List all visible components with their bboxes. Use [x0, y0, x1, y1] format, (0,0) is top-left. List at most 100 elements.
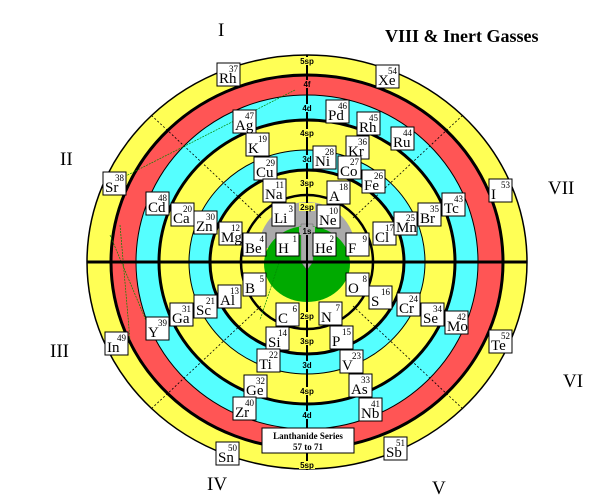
element-box-border	[396, 292, 421, 317]
element-box-a[interactable]: 18A	[326, 180, 351, 205]
element-atomic-number: 36	[358, 137, 368, 147]
element-atomic-number: 45	[369, 113, 379, 123]
element-box-border	[348, 373, 373, 398]
element-box-border	[215, 441, 240, 466]
shell-label-bg	[299, 312, 315, 320]
group-label-iii: III	[50, 341, 69, 362]
element-box-border	[417, 202, 442, 227]
element-symbol: Cu	[256, 165, 274, 181]
element-symbol: Fe	[364, 178, 379, 194]
element-box-border	[361, 169, 386, 194]
shell-label: 4d	[302, 411, 311, 420]
element-atomic-number: 41	[371, 399, 380, 409]
shell-label-bg	[299, 411, 315, 419]
element-symbol: H	[278, 241, 289, 257]
element-atomic-number: 49	[117, 333, 127, 343]
diagonal-divider	[352, 113, 465, 219]
element-box-border	[169, 302, 194, 327]
element-box-v[interactable]: 23V	[339, 349, 364, 374]
element-box-border	[390, 126, 415, 151]
lanthanide-range: 57 to 71	[293, 442, 323, 452]
element-atomic-number: 46	[338, 101, 348, 111]
shell-label: 4f	[303, 80, 310, 89]
element-symbol: A	[329, 189, 340, 205]
element-symbol: Se	[423, 311, 438, 327]
element-symbol: Rh	[219, 71, 237, 87]
diagonal-divider	[352, 305, 465, 411]
element-atomic-number: 5	[260, 274, 265, 284]
element-symbol: Ge	[246, 383, 264, 399]
element-box-c[interactable]: 6C	[275, 302, 300, 327]
element-box-p[interactable]: 15P	[329, 325, 354, 350]
element-box-be[interactable]: 4Be	[242, 232, 267, 257]
element-box-border	[312, 232, 337, 257]
element-box-border	[217, 284, 242, 309]
element-symbol: Co	[340, 164, 358, 180]
element-box-b[interactable]: 5B	[242, 272, 267, 297]
element-box-border	[193, 210, 218, 235]
element-symbol: Sb	[386, 445, 402, 461]
element-box-o[interactable]: 8O	[345, 272, 370, 297]
element-atomic-number: 26	[374, 171, 384, 181]
element-box-y[interactable]: 39Y	[145, 316, 170, 341]
element-symbol: He	[315, 241, 333, 257]
element-symbol: Xe	[378, 73, 396, 89]
shell-label: 2sp	[300, 203, 314, 212]
shell-label: 1s	[303, 227, 312, 236]
element-atomic-number: 52	[501, 331, 510, 341]
element-box-h[interactable]: 1H	[275, 232, 300, 257]
element-box-li[interactable]: 3Li	[271, 202, 296, 227]
element-symbol: Na	[265, 187, 283, 203]
element-box-he[interactable]: 2He	[312, 232, 337, 257]
element-symbol: Ru	[393, 135, 411, 151]
element-box-f[interactable]: 9F	[345, 232, 370, 257]
element-atomic-number: 47	[245, 111, 255, 121]
element-box-s[interactable]: 16S	[368, 285, 393, 310]
shell-label-bg	[299, 129, 315, 137]
element-symbol: Li	[274, 211, 287, 227]
element-box-n[interactable]: 7N	[318, 301, 343, 326]
element-atomic-number: 19	[258, 134, 268, 144]
element-box-k[interactable]: 19K	[245, 132, 270, 157]
group-label-vi: VI	[563, 371, 583, 392]
element-box-i[interactable]: 53I	[488, 178, 513, 203]
